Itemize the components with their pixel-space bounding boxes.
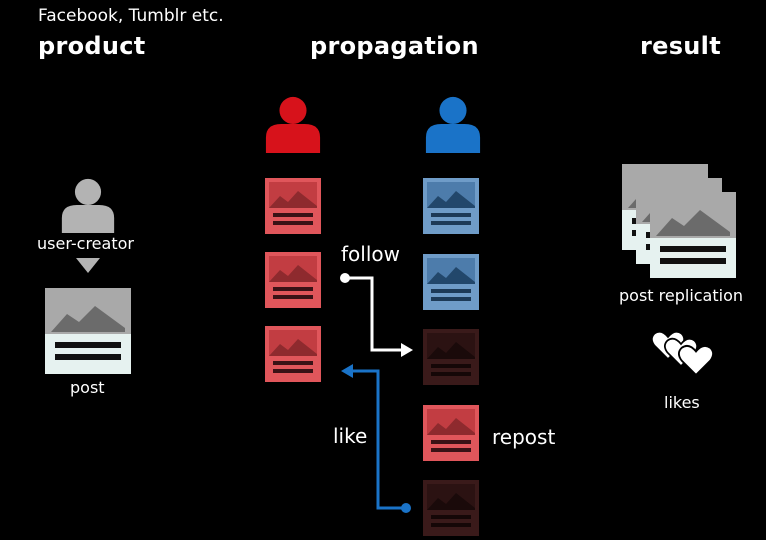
follow-connector [340, 273, 413, 357]
label-follow: follow [341, 242, 400, 266]
column-header-propagation: propagation [310, 32, 479, 60]
like-connector [341, 364, 411, 513]
label-post: post [70, 378, 105, 397]
post-replication-icon [622, 164, 736, 278]
label-likes: likes [664, 393, 700, 412]
followed-post-dark [423, 329, 479, 385]
repost-post-red [423, 405, 479, 461]
label-repost: repost [492, 425, 556, 449]
blue-user-icon [425, 96, 481, 153]
blue-post-2 [423, 254, 479, 310]
column-header-result: result [640, 32, 721, 60]
liked-post-dark [423, 480, 479, 536]
label-like: like [333, 424, 368, 448]
label-user-creator: user-creator [37, 234, 134, 253]
subtitle: Facebook, Tumblr etc. [38, 6, 224, 26]
hearts-icon [651, 330, 714, 376]
blue-post-1 [423, 178, 479, 234]
user-creator-icon [61, 178, 115, 233]
red-post-2 [265, 252, 321, 308]
red-post-1 [265, 178, 321, 234]
red-post-3 [265, 326, 321, 382]
post-icon [45, 288, 131, 374]
down-arrow-icon [76, 258, 100, 273]
label-post-replication: post replication [619, 286, 744, 305]
column-header-product: product [38, 32, 146, 60]
red-user-icon [265, 96, 321, 153]
